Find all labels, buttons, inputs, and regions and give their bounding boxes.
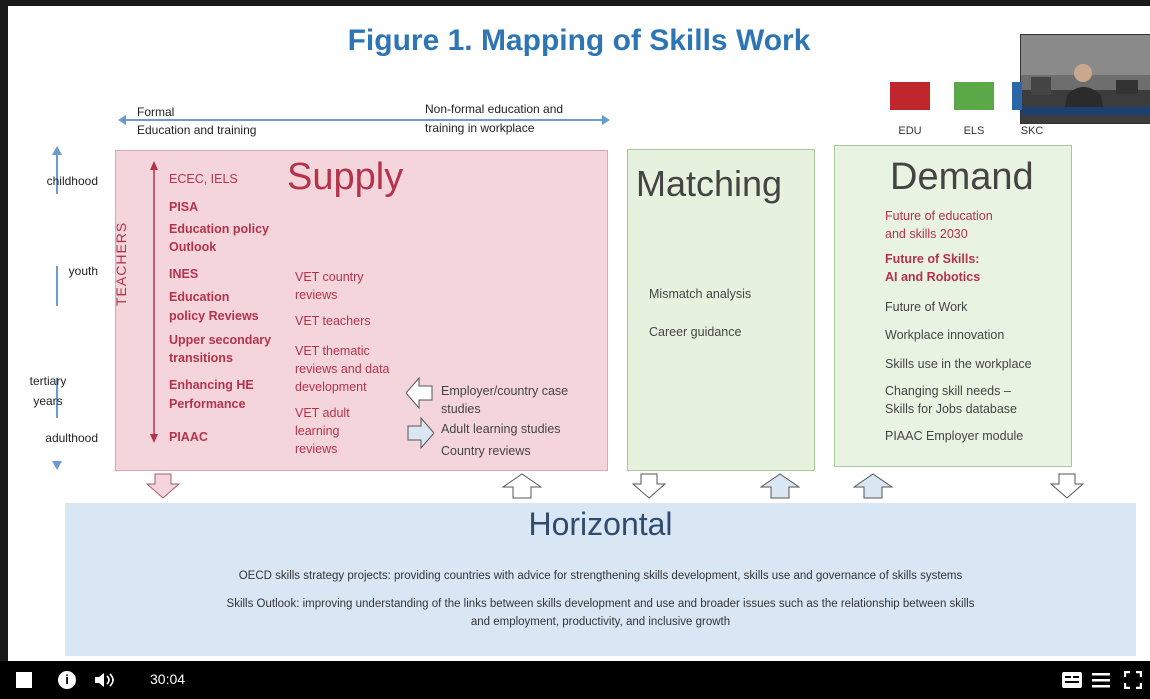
matching-down-arrow-icon	[632, 473, 666, 499]
stage-adulthood: adulthood	[45, 431, 98, 445]
career-guidance: Career guidance	[649, 325, 742, 339]
vet-country-reviews-2: reviews	[295, 288, 338, 302]
country-reviews: Country reviews	[441, 444, 531, 458]
edu-policy-reviews-2: policy Reviews	[169, 309, 259, 323]
stage-youth: youth	[68, 264, 98, 278]
axis-nonformal-label: Non-formal education and	[425, 102, 564, 116]
horizontal-line-2: Skills Outlook: improving understanding …	[226, 598, 975, 610]
supply-down-arrow-icon	[146, 473, 180, 499]
matching-title: Matching	[636, 163, 783, 204]
captions-icon[interactable]	[1062, 672, 1082, 688]
supply-box	[115, 150, 608, 471]
stage-years: years	[33, 394, 63, 408]
left-arrow-icon	[406, 376, 433, 410]
employer-case-studies-1: Employer/country case	[441, 384, 569, 398]
employer-case-studies-2: studies	[441, 402, 481, 416]
demand-box	[834, 145, 1072, 467]
vet-country-reviews-1: VET country	[295, 270, 364, 284]
vet-adult-2: learning	[295, 424, 340, 438]
vet-thematic-2: reviews and data	[295, 362, 390, 376]
fullscreen-icon[interactable]	[1124, 671, 1142, 689]
matching-up-arrow-icon	[760, 473, 800, 499]
video-control-bar: i 30:04	[0, 661, 1150, 699]
time-display: 30:04	[150, 671, 186, 687]
edu-policy-reviews-1: Education	[169, 290, 230, 304]
axis-education-label: Education and training	[137, 123, 257, 137]
edu-enhancing-he-1: Enhancing HE	[169, 378, 254, 392]
legend-label-edu: EDU	[898, 125, 922, 137]
skills-jobs-database: Skills for Jobs database	[885, 402, 1018, 416]
legend-label-els: ELS	[963, 125, 985, 137]
piaac-employer-module: PIAAC Employer module	[885, 429, 1024, 443]
supply-title: Supply	[287, 156, 404, 198]
stage-childhood: childhood	[46, 174, 98, 188]
teachers-arrow	[150, 161, 158, 443]
edu-enhancing-he-2: Performance	[169, 397, 246, 411]
stage-tertiary: tertiary	[29, 374, 67, 388]
edu-upper-secondary-1: Upper secondary	[169, 333, 272, 347]
edu-ines: INES	[169, 267, 199, 281]
formal-nonformal-arrow	[118, 115, 610, 125]
horizontal-line-1: OECD skills strategy projects: providing…	[238, 570, 963, 582]
demand-up-arrow-icon	[853, 473, 893, 499]
edu-upper-secondary-2: transitions	[169, 351, 233, 365]
edu-policy-outlook-1: Education policy	[169, 222, 270, 236]
info-icon[interactable]: i	[58, 671, 76, 689]
demand-title: Demand	[890, 156, 1034, 198]
future-skills-1: Future of Skills:	[885, 252, 980, 266]
demand-down-arrow-icon	[1050, 473, 1084, 499]
horizontal-title: Horizontal	[528, 506, 673, 542]
edu-policy-outlook-2: Outlook	[169, 240, 217, 254]
legend-swatch-skc	[1012, 82, 1022, 110]
future-skills-2: AI and Robotics	[885, 270, 981, 284]
stop-button[interactable]	[16, 672, 32, 688]
life-stage-arrow	[52, 146, 62, 470]
vet-adult-1: VET adult	[295, 406, 350, 420]
legend-swatch-edu	[890, 82, 930, 110]
axis-formal-label: Formal	[137, 105, 175, 119]
speaker-video-thumbnail[interactable]	[1020, 34, 1150, 124]
edu-pisa: PISA	[169, 200, 199, 214]
future-education-2: and skills 2030	[885, 227, 968, 241]
presentation-slide: Figure 1. Mapping of Skills Work EDU ELS…	[8, 6, 1150, 661]
vet-thematic-3: development	[295, 380, 367, 394]
workplace-innovation: Workplace innovation	[885, 328, 1005, 342]
legend-label-skc: SKC	[1020, 125, 1044, 137]
vet-thematic-1: VET thematic	[295, 344, 370, 358]
horizontal-line-3: and employment, productivity, and inclus…	[470, 616, 731, 628]
edu-piaac: PIAAC	[169, 430, 208, 444]
future-of-work: Future of Work	[885, 300, 968, 314]
volume-icon[interactable]	[94, 672, 118, 688]
vet-teachers: VET teachers	[295, 314, 371, 328]
matching-box	[627, 149, 815, 471]
horizontal-box	[65, 503, 1136, 656]
legend-swatch-els	[954, 82, 994, 110]
supply-up-arrow-icon	[502, 473, 542, 499]
changing-skill-needs: Changing skill needs –	[885, 384, 1011, 398]
future-education-1: Future of education	[885, 209, 993, 223]
adult-learning-studies: Adult learning studies	[441, 422, 561, 436]
mismatch-analysis: Mismatch analysis	[649, 287, 752, 301]
menu-icon[interactable]	[1092, 672, 1110, 688]
teachers-label: TEACHERS	[113, 221, 129, 306]
vet-adult-3: reviews	[295, 442, 338, 456]
axis-workplace-label: training in workplace	[425, 121, 535, 135]
skills-use-workplace: Skills use in the workplace	[885, 357, 1032, 371]
right-arrow-icon	[407, 416, 434, 450]
slide-title: Figure 1. Mapping of Skills Work	[347, 24, 811, 57]
edu-ecec-iels: ECEC, IELS	[169, 172, 238, 186]
speaker-video-image	[1021, 35, 1150, 123]
